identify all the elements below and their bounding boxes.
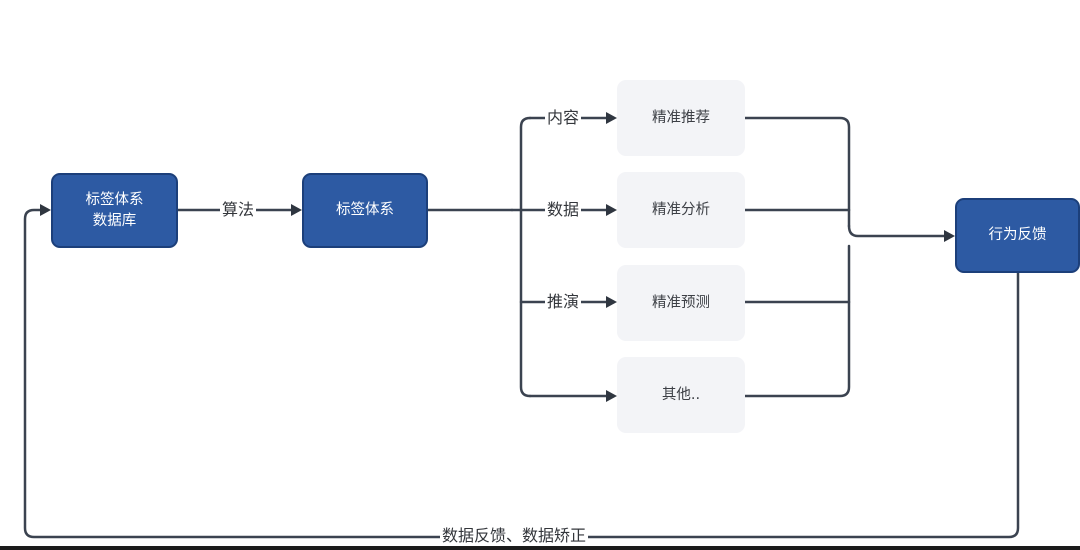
arrowhead-loop <box>40 204 51 216</box>
arrowhead-tag-system <box>291 204 302 216</box>
arrowhead-analysis <box>606 204 617 216</box>
arrowhead-recommend <box>606 112 617 124</box>
arrowhead-others <box>606 390 617 402</box>
node-tag-system: 标签体系 <box>302 173 428 248</box>
edge-label-algorithm: 算法 <box>220 200 257 220</box>
arrowhead-feedback <box>944 230 955 242</box>
node-precise-analysis: 精准分析 <box>617 172 745 248</box>
edge-feedback-loop <box>23 208 1020 539</box>
node-others: 其他.. <box>617 357 745 433</box>
node-behavior-feedback: 行为反馈 <box>955 198 1080 273</box>
edge-label-deduction: 推演 <box>545 292 582 312</box>
node-precise-recommendation: 精准推荐 <box>617 80 745 156</box>
edge-branch-trunk <box>519 116 532 398</box>
edge-merge-others <box>743 244 851 398</box>
bottom-border <box>0 546 1080 550</box>
node-precise-forecast: 精准预测 <box>617 265 745 341</box>
arrowhead-forecast <box>606 296 617 308</box>
edge-label-data: 数据 <box>545 200 582 220</box>
node-tag-system-database: 标签体系 数据库 <box>51 173 178 248</box>
edge-label-feedback-loop: 数据反馈、数据矫正 <box>440 526 589 546</box>
edge-label-content: 内容 <box>545 108 582 128</box>
edge-merge-recommend <box>743 116 851 228</box>
edge-merge-to-feedback <box>847 224 946 238</box>
